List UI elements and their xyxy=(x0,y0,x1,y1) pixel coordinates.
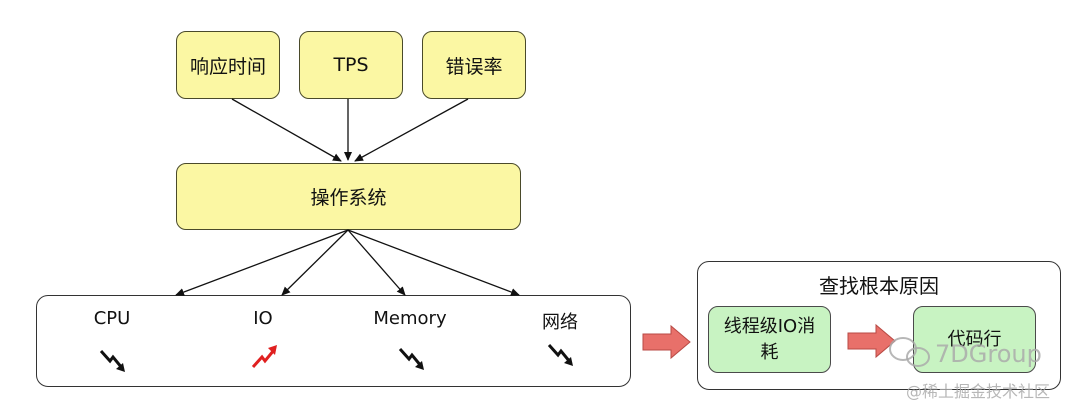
error-rate-box: 错误率 xyxy=(422,31,526,99)
os-label: 操作系统 xyxy=(310,187,387,209)
thread-io-box: 线程级IO消 耗 xyxy=(708,306,831,373)
error-rate-label: 错误率 xyxy=(445,55,503,78)
cpu-label: CPU xyxy=(93,308,131,329)
arrow-os-to-io xyxy=(281,229,349,296)
watermark-community: @稀土掘金技术社区 xyxy=(906,382,1051,401)
os-box: 操作系统 xyxy=(176,163,521,230)
thread-io-line2: 耗 xyxy=(760,341,779,363)
arrow-os-to-memory xyxy=(347,229,406,296)
watermark-brand: 7DGroup xyxy=(935,340,1042,368)
io-trend-up-icon xyxy=(251,345,277,369)
code-line-label: 代码行 xyxy=(947,328,1002,350)
memory-label: Memory xyxy=(373,308,447,329)
code-line-box: 代码行 xyxy=(913,306,1036,373)
tps-box: TPS xyxy=(299,31,403,99)
network-trend-down-icon xyxy=(547,343,573,366)
arrow-os-to-network xyxy=(347,229,520,296)
tps-label: TPS xyxy=(333,54,369,76)
arrow-os-to-cpu xyxy=(175,229,349,296)
resource-panel xyxy=(36,295,631,387)
cpu-trend-down-icon xyxy=(99,349,125,372)
block-arrow-panel-to-rootcause xyxy=(642,324,691,360)
root-cause-title: 查找根本原因 xyxy=(819,274,939,298)
response-time-label: 响应时间 xyxy=(189,55,266,78)
arrow-response-to-os xyxy=(231,98,342,162)
memory-trend-down-icon xyxy=(398,347,424,370)
network-label: 网络 xyxy=(542,312,578,333)
io-label: IO xyxy=(253,308,273,329)
response-time-box: 响应时间 xyxy=(176,31,280,99)
thread-io-line1: 线程级IO消 xyxy=(723,316,816,338)
arrow-error-to-os xyxy=(354,98,469,162)
